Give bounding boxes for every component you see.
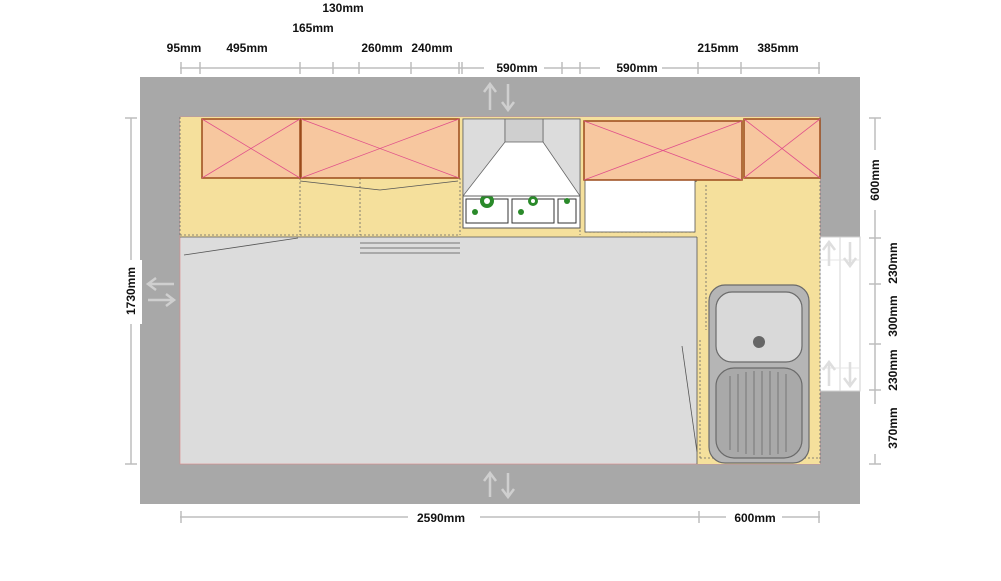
dim-right-230-top: 230mm — [886, 242, 900, 283]
wall-cabinet-4[interactable] — [743, 118, 821, 179]
double-arrow-icon[interactable] — [822, 239, 857, 269]
double-arrow-icon[interactable] — [483, 81, 515, 113]
appliance-space — [584, 179, 696, 233]
double-arrow-icon[interactable] — [145, 277, 177, 307]
dim-top-240: 240mm — [411, 41, 452, 55]
dim-right-300: 300mm — [886, 295, 900, 336]
wall-cabinet-1[interactable] — [201, 118, 301, 179]
double-arrow-icon[interactable] — [483, 470, 515, 500]
dimension-bottom — [180, 509, 820, 525]
dim-bottom-2590: 2590mm — [417, 511, 465, 525]
extractor-hood-icon — [462, 118, 581, 198]
dim-left-1730: 1730mm — [124, 267, 138, 315]
dim-top-590-right: 590mm — [616, 61, 657, 75]
wall-cabinet-3[interactable] — [583, 120, 743, 181]
hob-burner-icon[interactable] — [462, 194, 581, 229]
dimension-right — [864, 117, 886, 465]
sink-icon[interactable] — [708, 284, 810, 464]
dim-top-590-left: 590mm — [496, 61, 537, 75]
dim-top-130: 130mm — [322, 1, 363, 15]
dimension-top — [180, 60, 820, 76]
dim-right-230-bottom: 230mm — [886, 349, 900, 390]
dim-top-260: 260mm — [361, 41, 402, 55]
dimension-left — [120, 117, 142, 465]
dim-top-385: 385mm — [757, 41, 798, 55]
dim-top-165: 165mm — [292, 21, 333, 35]
dim-top-215: 215mm — [697, 41, 738, 55]
double-arrow-icon[interactable] — [822, 359, 857, 389]
dim-top-95: 95mm — [167, 41, 202, 55]
dim-right-600: 600mm — [868, 159, 882, 200]
dim-right-370: 370mm — [886, 407, 900, 448]
dim-bottom-600: 600mm — [734, 511, 775, 525]
wall-cabinet-2[interactable] — [300, 118, 460, 179]
dim-top-495: 495mm — [226, 41, 267, 55]
window-icon[interactable] — [819, 236, 861, 392]
